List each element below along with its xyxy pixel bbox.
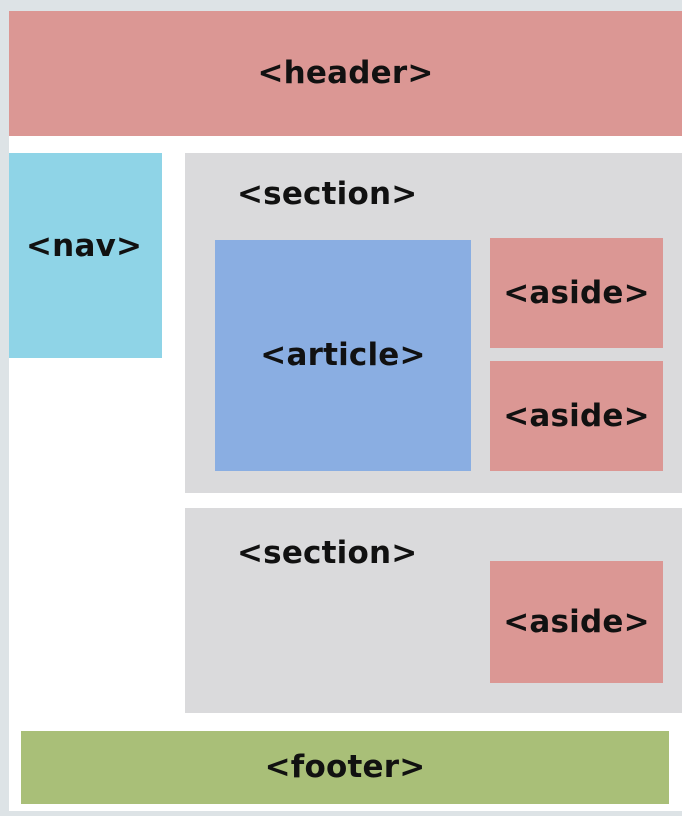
aside-label-1: <aside> xyxy=(503,274,650,311)
section-label-2: <section> xyxy=(237,535,418,571)
nav-label: <nav> xyxy=(26,228,143,264)
article-label: <article> xyxy=(260,337,426,373)
aside-box-1: <aside> xyxy=(490,238,663,348)
aside-box-3: <aside> xyxy=(490,561,663,683)
footer-box: <footer> xyxy=(21,731,669,804)
aside-label-2: <aside> xyxy=(503,397,650,434)
layout-canvas: <header> <nav> <section> <article> <asid… xyxy=(9,11,682,811)
nav-box: <nav> xyxy=(9,153,162,358)
section-box-2: <section> <aside> xyxy=(185,508,682,713)
section-label-1: <section> xyxy=(237,176,418,212)
aside-box-2: <aside> xyxy=(490,361,663,471)
footer-label: <footer> xyxy=(264,749,426,785)
section-box-1: <section> <article> <aside> <aside> xyxy=(185,153,682,493)
article-box: <article> xyxy=(215,240,471,471)
aside-label-3: <aside> xyxy=(503,603,650,640)
header-label: <header> xyxy=(257,55,434,91)
header-box: <header> xyxy=(9,11,682,136)
